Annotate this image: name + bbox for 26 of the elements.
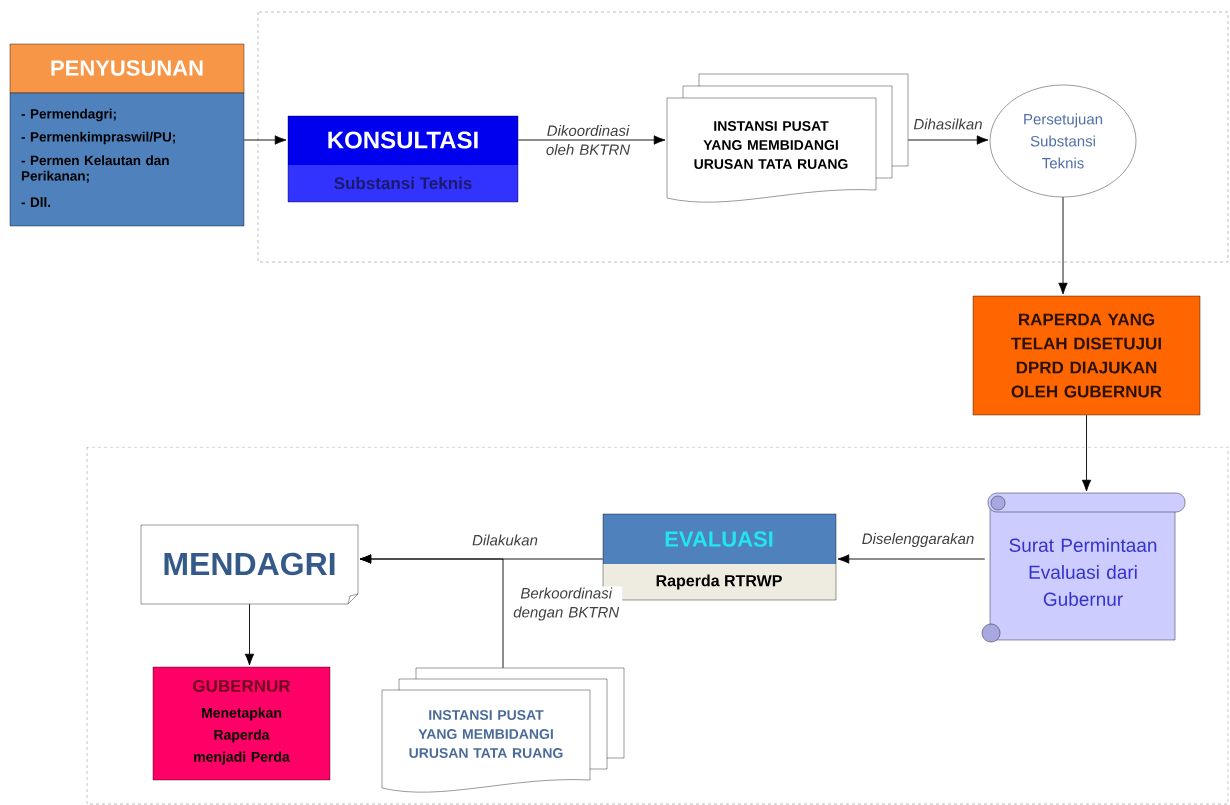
arrow — [907, 135, 989, 145]
edge-label: Diselenggarakan — [860, 532, 976, 548]
arrow — [1058, 196, 1068, 295]
edge-label: Dilakukan — [471, 533, 539, 547]
list-item: - Permenkimpraswil/PU; — [21, 131, 175, 145]
arrow — [244, 603, 255, 666]
process-box: RAPERDA YANG TELAH DISETUJUI DPRD DIAJUKAN OLEH GUBERNUR — [972, 295, 1201, 416]
box-subtitle: Substansi Teknis — [334, 176, 472, 190]
box-text: Menetapkan Raperda menjadi Perda — [194, 707, 290, 765]
arrow — [243, 135, 287, 145]
arrow — [517, 135, 666, 145]
edge-label: Dikoordinasi oleh BKTRN — [546, 125, 631, 155]
box-subtitle: Raperda RTRWP — [656, 574, 782, 590]
edge-label: Dihasilkan — [912, 117, 984, 131]
list-item: - Dll. — [21, 197, 51, 207]
edge-label: Berkoordinasi dengan BKTRN — [510, 586, 623, 622]
list-item: - Permen Kelautan dan Perikanan; — [21, 155, 169, 183]
box-title: EVALUASI — [665, 531, 773, 547]
box-title: PENYUSUNAN — [51, 60, 203, 76]
list-item: - Permendagri; — [21, 108, 116, 122]
arrow — [837, 554, 986, 564]
box-title: KONSULTASI — [328, 131, 478, 149]
arrow — [1081, 414, 1092, 492]
document-title: MENDAGRI — [164, 552, 335, 576]
box-title: GUBERNUR — [193, 680, 291, 693]
arrow — [359, 554, 504, 669]
